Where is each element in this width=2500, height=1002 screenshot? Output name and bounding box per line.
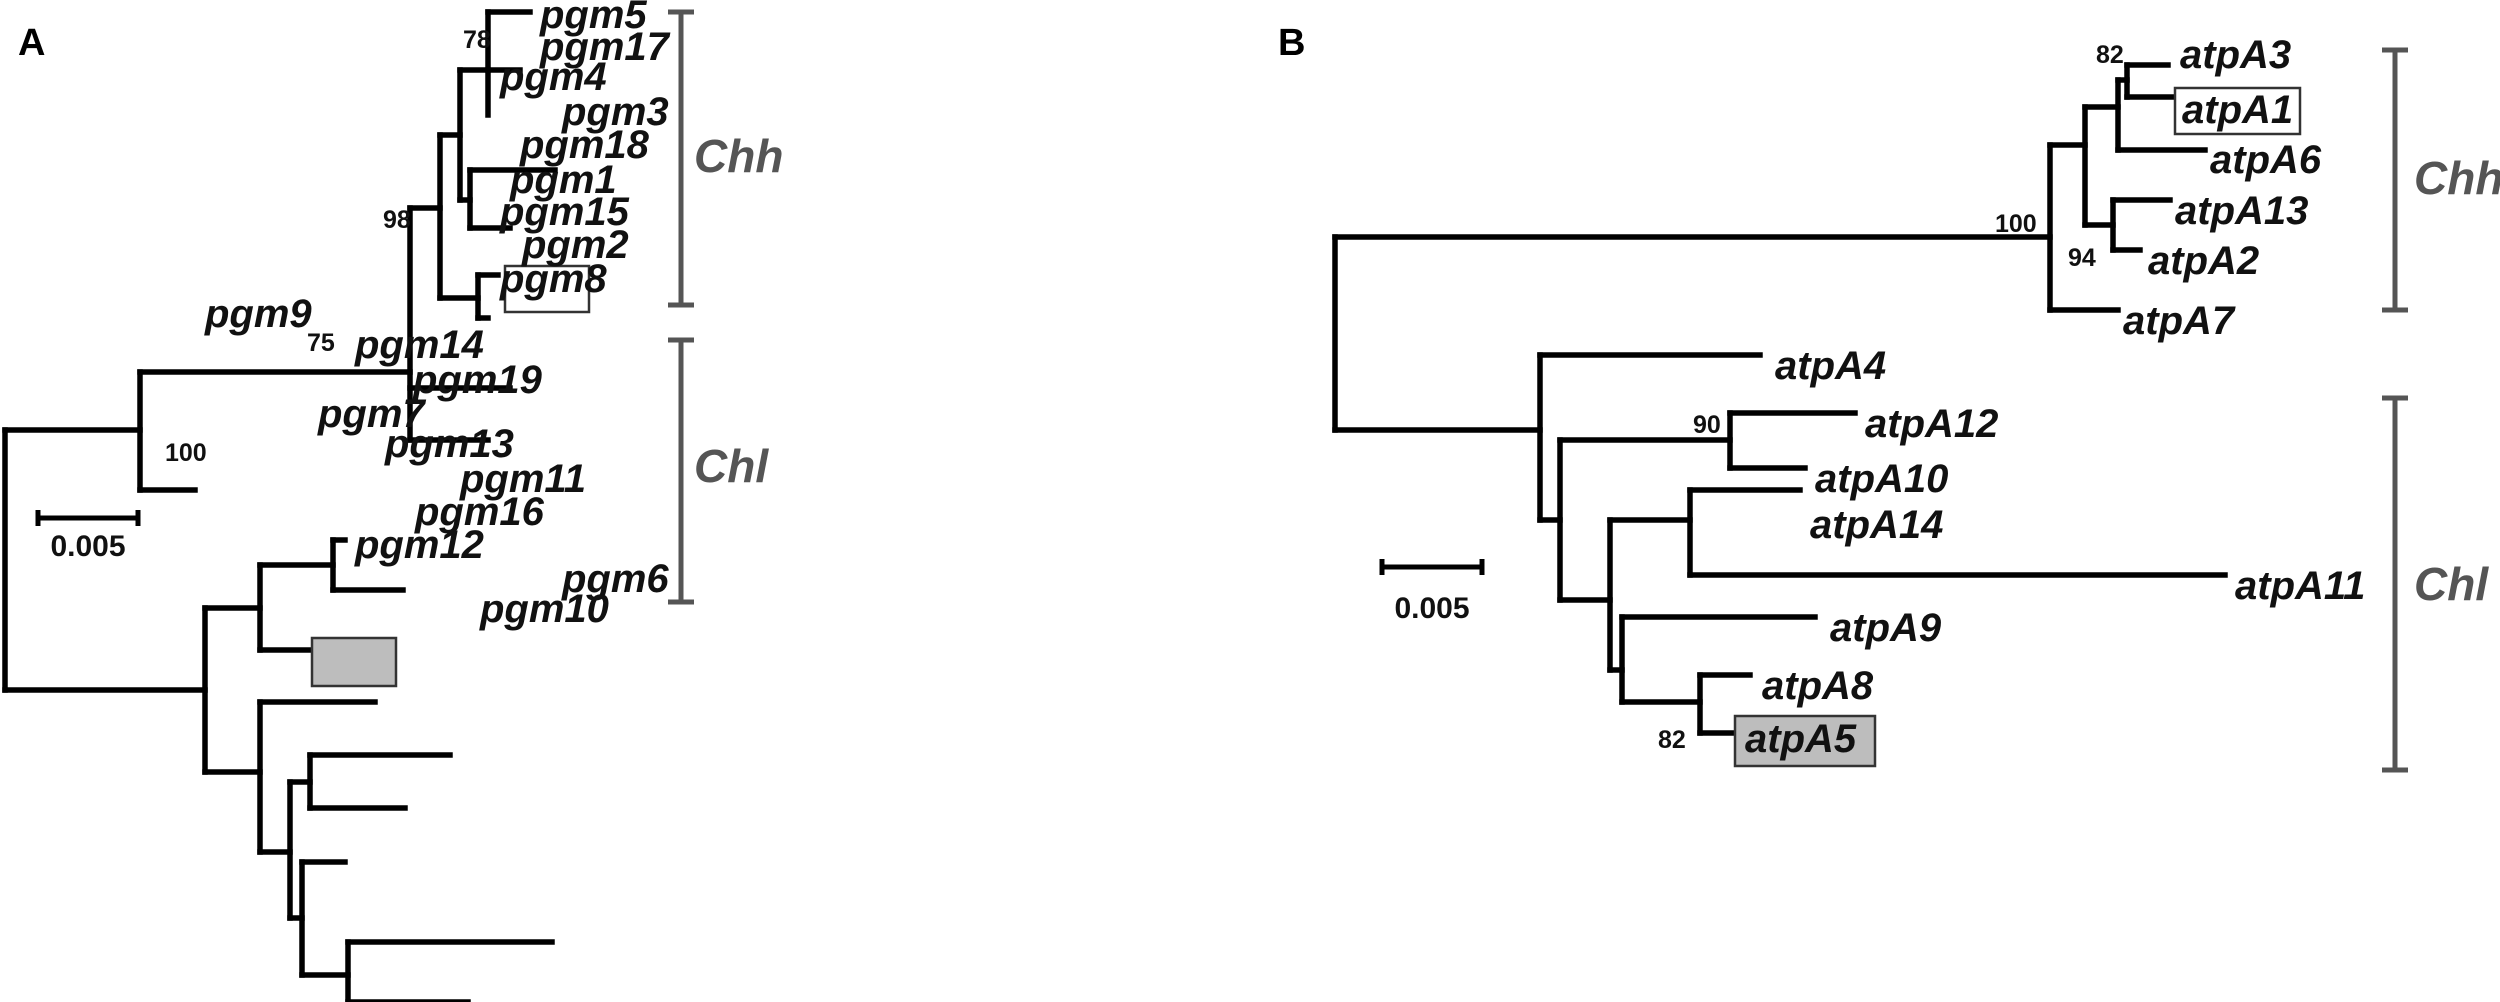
support-value: 100 bbox=[1995, 210, 2037, 238]
leaf-label: pgm19 bbox=[412, 358, 543, 402]
leaf-label: pgm18 bbox=[519, 123, 650, 167]
leaf-label: pgm5 bbox=[539, 0, 647, 37]
leaf-label: pgm4 bbox=[499, 55, 607, 99]
leaf-label: pgm12 bbox=[354, 523, 484, 567]
support-value: 82 bbox=[1658, 726, 1686, 754]
leaf-label: pgm2 bbox=[521, 223, 629, 267]
leaf-label: atpA11 bbox=[2235, 564, 2365, 608]
leaf-label: pgm17 bbox=[539, 25, 671, 69]
panel-a: A bbox=[2, 0, 783, 1002]
scale-label: 0.005 bbox=[1394, 592, 1469, 625]
panel-a-clade-chh: Chh bbox=[668, 9, 783, 308]
panel-b-clade-chh: Chh bbox=[2382, 47, 2500, 313]
highlight-box-pgm1 bbox=[503, 264, 591, 314]
panel-b-scale-bar: 0.005 bbox=[1379, 559, 1485, 625]
leaf-label: pgm11 bbox=[459, 457, 586, 501]
panel-b-clade-chl: Chl bbox=[2382, 395, 2489, 773]
support-value: 75 bbox=[307, 329, 335, 357]
leaf-label: pgm15 bbox=[499, 190, 630, 234]
leaf-label: atpA3 bbox=[2180, 33, 2291, 77]
panel-b-tree-branches bbox=[1332, 62, 2228, 736]
leaf-label: pgm3 bbox=[561, 90, 669, 134]
leaf-label: pgm14 bbox=[354, 323, 484, 367]
leaf-label: atpA13 bbox=[2175, 189, 2308, 233]
support-value: 100 bbox=[165, 439, 207, 467]
clade-label: Chl bbox=[2414, 558, 2489, 610]
panel-b-support-values: 82 100 94 90 82 bbox=[1658, 41, 2124, 754]
panel-a-leaf-labels: pgm5 pgm17 pgm4 pgm3 pgm18 pgm1 pgm15 pg… bbox=[204, 0, 671, 631]
highlight-box-atpA1 bbox=[2173, 86, 2302, 136]
leaf-label: atpA9 bbox=[1830, 606, 1942, 650]
leaf-label: atpA10 bbox=[1815, 457, 1948, 501]
clade-label: Chl bbox=[694, 440, 769, 492]
panel-a-scale-bar: 0.005 bbox=[35, 510, 141, 563]
leaf-label: atpA2 bbox=[2148, 239, 2259, 283]
highlight-box-atpA5 bbox=[1733, 714, 1877, 768]
support-value: 94 bbox=[2068, 244, 2096, 272]
leaf-label: pgm10 bbox=[479, 587, 609, 631]
leaf-label: atpA5 bbox=[1745, 717, 1857, 761]
leaf-label: pgm6 bbox=[561, 557, 669, 601]
leaf-label: atpA14 bbox=[1810, 503, 1943, 547]
clade-label: Chh bbox=[2414, 152, 2500, 204]
panel-b-leaf-labels: atpA3 atpA1 atpA6 atpA13 atpA2 atpA7 atp… bbox=[1745, 33, 2365, 761]
panel-b-label: B bbox=[1278, 22, 1305, 64]
panel-b: B bbox=[1278, 22, 2500, 773]
leaf-label: atpA6 bbox=[2210, 138, 2322, 182]
panel-a-clade-chl: Chl bbox=[668, 337, 769, 605]
leaf-label: pgm9 bbox=[204, 292, 312, 336]
highlight-box-pgm7 bbox=[310, 636, 398, 688]
clade-label: Chh bbox=[694, 130, 783, 182]
leaf-label: pgm16 bbox=[414, 490, 545, 534]
panel-a-support-values: 78 98 75 100 bbox=[165, 26, 491, 467]
leaf-label: atpA8 bbox=[1762, 664, 1874, 708]
leaf-label: pgm1 bbox=[509, 158, 617, 202]
scale-label: 0.005 bbox=[50, 530, 125, 563]
panel-a-label: A bbox=[18, 22, 45, 64]
leaf-label: pgm7 bbox=[317, 392, 426, 436]
leaf-label: atpA1 bbox=[2182, 88, 2293, 132]
leaf-label: atpA4 bbox=[1775, 344, 1886, 388]
support-value: 78 bbox=[463, 26, 491, 54]
panel-a-tree-branches bbox=[2, 9, 558, 1002]
leaf-label: pgm8 bbox=[499, 257, 607, 301]
support-value: 82 bbox=[2096, 41, 2124, 69]
leaf-label: pgm13 bbox=[384, 422, 514, 466]
support-value: 98 bbox=[383, 206, 411, 234]
support-value: 90 bbox=[1693, 411, 1721, 439]
leaf-label: atpA7 bbox=[2123, 299, 2236, 343]
leaf-label: atpA12 bbox=[1865, 402, 1998, 446]
